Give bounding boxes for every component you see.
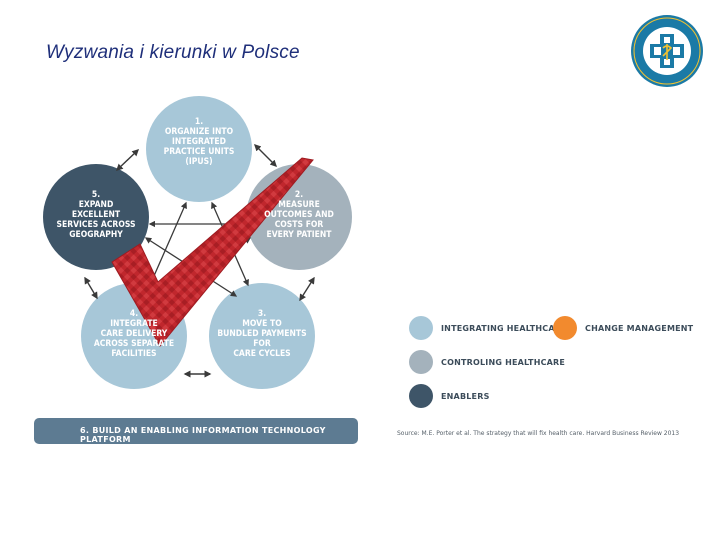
legend-change: CHANGE MANAGEMENT	[553, 316, 693, 340]
source-citation: Source: M.E. Porter et al. The strategy …	[397, 430, 680, 437]
legend-dot-change	[553, 316, 577, 340]
circle-4-label: 4. INTEGRATE CARE DELIVERY ACROSS SEPARA…	[93, 309, 175, 359]
platform-label: 6. BUILD AN ENABLING INFORMATION TECHNOL…	[80, 426, 326, 444]
circle-5-label: 5. EXPAND EXCELLENT SERVICES ACROSS GEOG…	[56, 190, 136, 240]
circle-3-label: 3. MOVE TO BUNDLED PAYMENTS FOR CARE CYC…	[217, 309, 307, 359]
checkmark-icon	[111, 157, 314, 347]
circle-ipus	[146, 96, 252, 202]
legend-dot-integrating	[409, 316, 433, 340]
legend-controling: CONTROLING HEALTHCARE	[409, 350, 565, 374]
circle-expand-services	[43, 164, 149, 270]
agency-seal-icon	[631, 15, 703, 87]
legend-label-integrating: INTEGRATING HEALTHCARE	[441, 323, 567, 333]
legend-enablers: ENABLERS	[409, 384, 490, 408]
legend-dot-controling	[409, 350, 433, 374]
platform-bar: 6. BUILD AN ENABLING INFORMATION TECHNOL…	[34, 418, 358, 444]
circle-1-label: 1. ORGANIZE INTO INTEGRATED PRACTICE UNI…	[163, 117, 235, 167]
circle-2-label: 2. MEASURE OUTCOMES AND COSTS FOR EVERY …	[264, 190, 334, 240]
slide-title: Wyzwania i kierunki w Polsce	[46, 42, 300, 63]
legend-dot-enablers	[409, 384, 433, 408]
circle-bundled-payments	[209, 283, 315, 389]
legend-integrating: INTEGRATING HEALTHCARE	[409, 316, 567, 340]
legend-label-enablers: ENABLERS	[441, 391, 490, 401]
legend-label-change: CHANGE MANAGEMENT	[585, 323, 694, 333]
legend-label-controling: CONTROLING HEALTHCARE	[441, 357, 566, 367]
